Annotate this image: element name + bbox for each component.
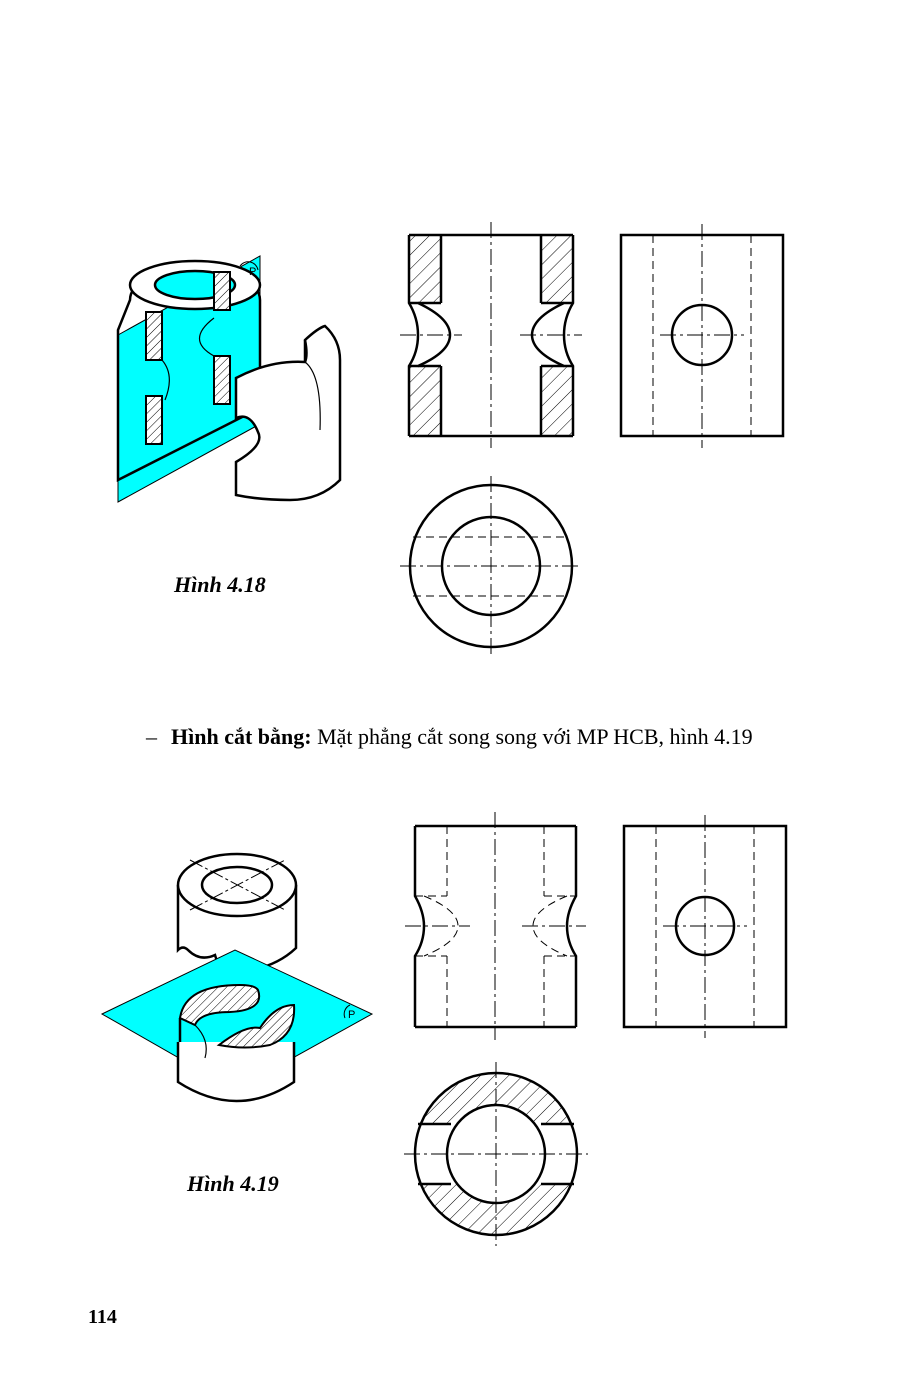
section-strip <box>145 311 163 361</box>
bullet-dash: – <box>146 724 157 749</box>
figure-4-18-isometric: P <box>116 255 342 503</box>
plane-label-p: P <box>348 1009 355 1021</box>
figure-4-19-top-view <box>404 1062 588 1246</box>
bullet-text: Mặt phẳng cắt song song với MP HCB, hình… <box>311 724 753 749</box>
bullet-paragraph: –Hình cắt bằng: Mặt phẳng cắt song song … <box>146 724 753 750</box>
figure-4-18-front-view <box>400 222 582 448</box>
figure-4-19-side-view <box>622 815 788 1038</box>
section-face <box>216 1003 296 1049</box>
figure-4-18-caption: Hình 4.18 <box>174 572 266 597</box>
section-strip <box>213 271 231 311</box>
section-strip <box>213 355 231 405</box>
right-half-cylinder <box>234 324 342 502</box>
plane-label-p: P <box>249 266 256 278</box>
page-number: 114 <box>88 1306 117 1328</box>
section-strip <box>145 395 163 445</box>
figure-4-18-side-view <box>619 224 785 448</box>
section-face <box>178 983 261 1027</box>
figure-4-18-top-view <box>400 476 582 656</box>
figure-4-19-caption: Hình 4.19 <box>187 1171 279 1196</box>
lower-cylinder <box>176 1042 296 1103</box>
figure-4-19-front-view <box>405 812 586 1040</box>
bullet-term: Hình cắt bằng: <box>171 724 312 749</box>
figure-4-19-isometric: P <box>100 852 374 1103</box>
